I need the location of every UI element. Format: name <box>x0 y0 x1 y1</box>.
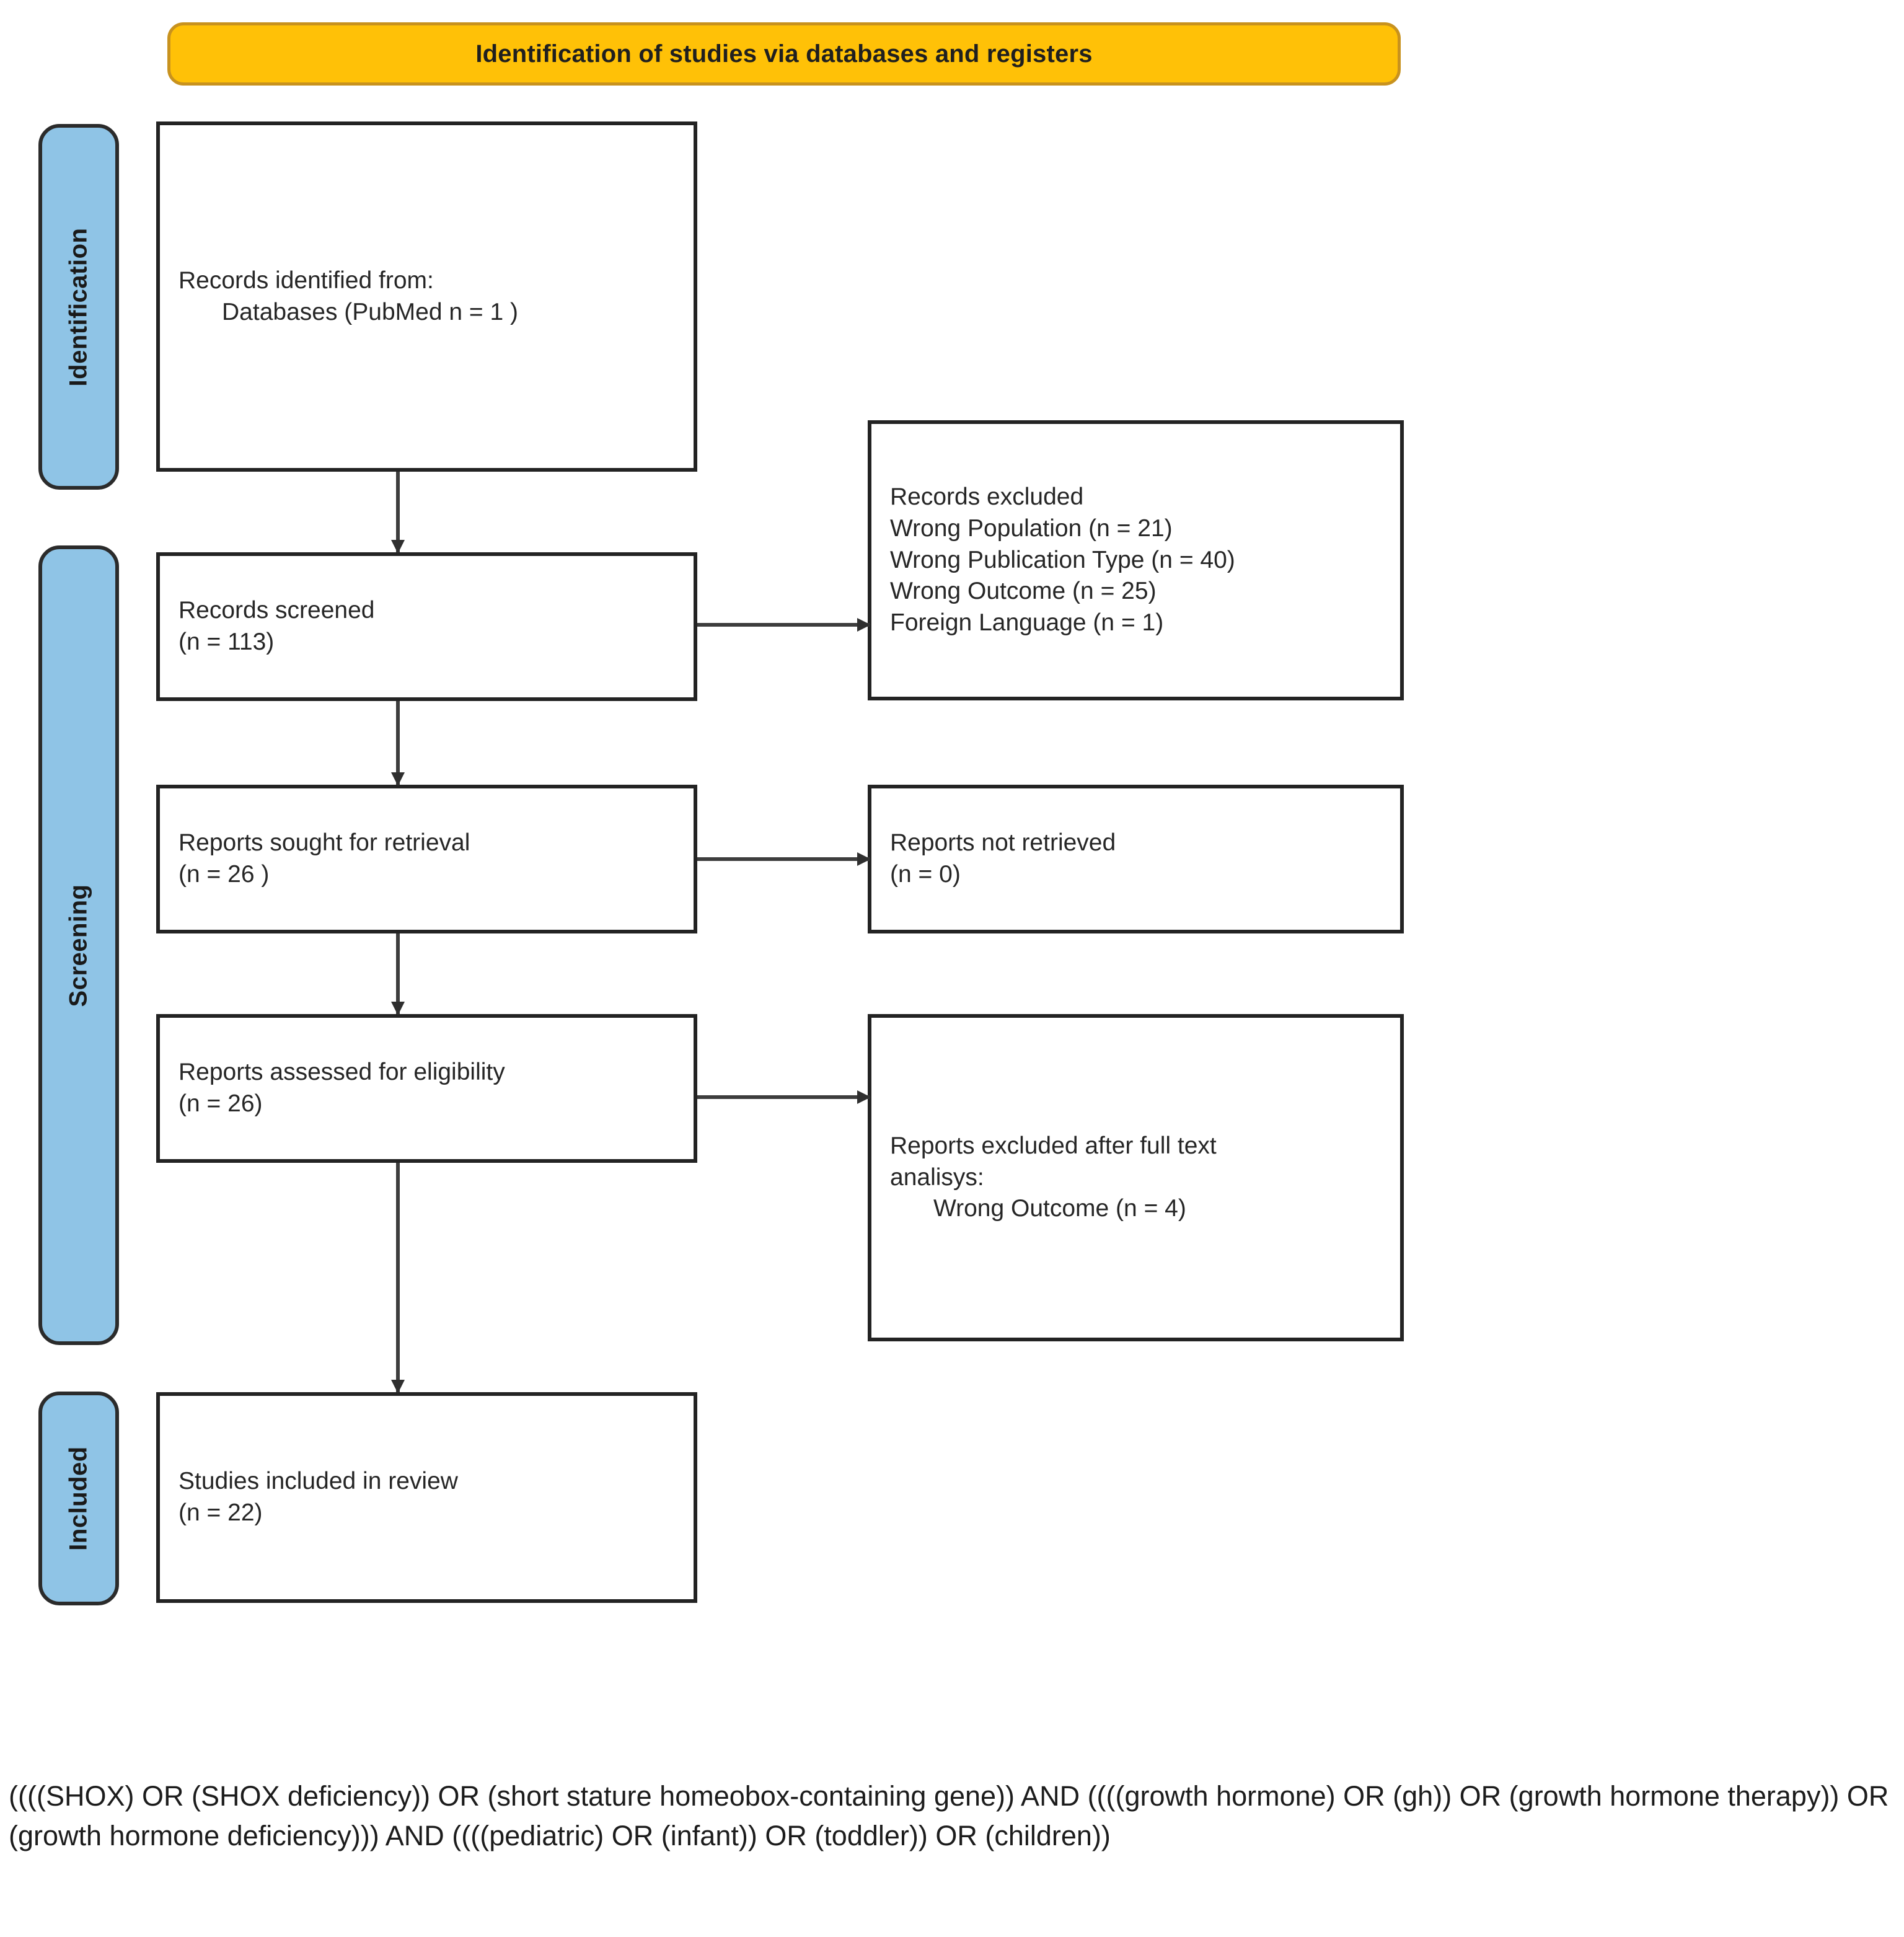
box-reports-not-retrieved: Reports not retrieved (n = 0) <box>868 785 1404 933</box>
stage-bar-included: Included <box>38 1392 119 1605</box>
reports-assessed-line-2: (n = 26) <box>178 1090 263 1117</box>
reports-excluded-fulltext-line-3: Wrong Outcome (n = 4) <box>933 1195 1186 1222</box>
arrow-shaft <box>396 933 400 1014</box>
reports-not-retrieved-line-1: Reports not retrieved <box>890 829 1116 857</box>
arrow-screened-to-sought <box>390 701 405 786</box>
arrow-shaft <box>697 1095 870 1099</box>
reports-not-retrieved-line-2: (n = 0) <box>890 861 961 888</box>
arrow-screened-to-excluded <box>697 617 871 632</box>
records-identified-line-1: Records identified from: <box>178 267 434 294</box>
banner-identification-header: Identification of studies via databases … <box>167 22 1401 86</box>
arrow-assessed-to-included <box>390 1163 405 1393</box>
box-records-screened: Records screened (n = 113) <box>156 552 697 701</box>
reports-excluded-fulltext-line-2: analisys: <box>890 1163 984 1191</box>
box-reports-sought-body: Reports sought for retrieval (n = 26 ) <box>160 827 694 890</box>
reports-excluded-fulltext-line-1: Reports excluded after full text <box>890 1132 1217 1159</box>
arrow-shaft <box>396 1163 400 1392</box>
box-records-identified-body: Records identified from: Databases (PubM… <box>160 265 694 328</box>
records-identified-line-2: Databases (PubMed n = 1 ) <box>222 298 519 325</box>
box-records-screened-body: Records screened (n = 113) <box>160 595 694 658</box>
arrow-head-down-icon <box>391 772 405 786</box>
records-screened-line-2: (n = 113) <box>178 629 275 655</box>
box-records-excluded: Records excluded Wrong Population (n = 2… <box>868 420 1404 700</box>
records-excluded-line-2: Wrong Population (n = 21) <box>890 514 1173 542</box>
stage-bar-identification: Identification <box>38 124 119 490</box>
reports-sought-line-2: (n = 26 ) <box>178 861 270 888</box>
box-records-excluded-body: Records excluded Wrong Population (n = 2… <box>871 482 1400 638</box>
arrow-head-right-icon <box>857 618 871 632</box>
arrow-sought-to-assessed <box>390 933 405 1015</box>
arrow-assessed-to-excluded-fulltext <box>697 1090 871 1105</box>
box-reports-assessed-for-eligibility: Reports assessed for eligibility (n = 26… <box>156 1014 697 1163</box>
arrow-identified-to-screened <box>390 472 405 554</box>
studies-included-line-2: (n = 22) <box>178 1499 263 1526</box>
arrow-shaft <box>697 857 870 861</box>
stage-bar-screening: Screening <box>38 545 119 1345</box>
records-excluded-line-1: Records excluded <box>890 483 1084 511</box>
arrow-head-down-icon <box>391 1002 405 1015</box>
arrow-head-right-icon <box>857 852 871 866</box>
reports-sought-line-1: Reports sought for retrieval <box>178 829 470 857</box>
box-reports-not-retrieved-body: Reports not retrieved (n = 0) <box>871 827 1400 890</box>
box-reports-excluded-after-full-text: Reports excluded after full text analisy… <box>868 1014 1404 1341</box>
stage-label-included: Included <box>64 1446 92 1551</box>
arrow-shaft <box>396 701 400 785</box>
box-studies-included-body: Studies included in review (n = 22) <box>160 1466 694 1529</box>
box-reports-assessed-body: Reports assessed for eligibility (n = 26… <box>160 1057 694 1119</box>
arrow-shaft <box>697 623 870 627</box>
arrow-head-down-icon <box>391 540 405 554</box>
records-excluded-line-5: Foreign Language (n = 1) <box>890 609 1164 637</box>
search-query-caption: ((((SHOX) OR (SHOX deficiency)) OR (shor… <box>9 1780 1897 1851</box>
studies-included-line-1: Studies included in review <box>178 1468 458 1495</box>
stage-label-screening: Screening <box>64 884 92 1007</box>
arrow-head-right-icon <box>857 1090 871 1104</box>
arrow-sought-to-not-retrieved <box>697 852 871 867</box>
box-reports-excluded-fulltext-body: Reports excluded after full text analisy… <box>871 1131 1400 1225</box>
box-reports-sought-for-retrieval: Reports sought for retrieval (n = 26 ) <box>156 785 697 933</box>
records-excluded-line-4: Wrong Outcome (n = 25) <box>890 578 1157 605</box>
records-screened-line-1: Records screened <box>178 597 375 624</box>
arrow-shaft <box>396 472 400 552</box>
arrow-head-down-icon <box>391 1380 405 1393</box>
box-studies-included-in-review: Studies included in review (n = 22) <box>156 1392 697 1603</box>
banner-title: Identification of studies via databases … <box>475 40 1093 68</box>
reports-assessed-line-1: Reports assessed for eligibility <box>178 1059 505 1086</box>
records-excluded-line-3: Wrong Publication Type (n = 40) <box>890 546 1235 573</box>
box-records-identified: Records identified from: Databases (PubM… <box>156 121 697 472</box>
stage-label-identification: Identification <box>64 227 92 386</box>
